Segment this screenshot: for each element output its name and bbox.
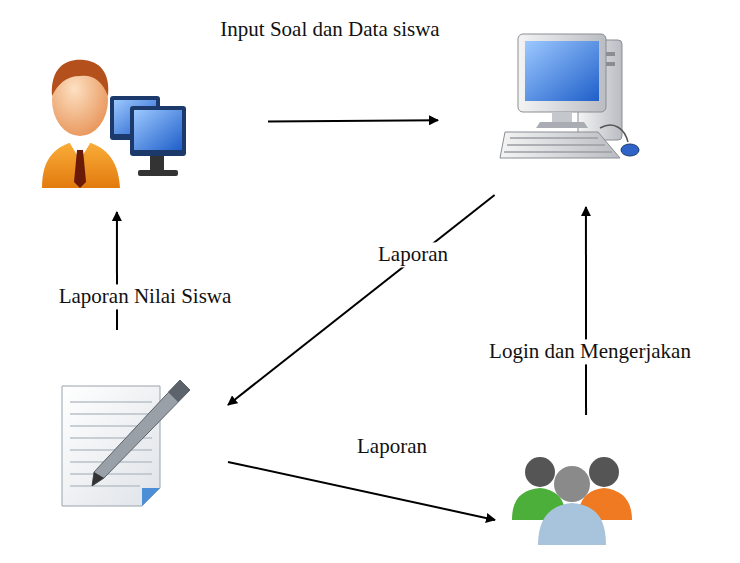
computer-icon bbox=[500, 34, 639, 158]
teacher-node bbox=[38, 52, 266, 197]
report-arrow bbox=[228, 195, 495, 405]
document-icon bbox=[62, 380, 190, 506]
edge-label: Laporan bbox=[375, 242, 451, 267]
teacher-icon bbox=[42, 60, 186, 188]
computer-node bbox=[440, 25, 650, 195]
edge-label: Input Soal dan Data siswa bbox=[217, 17, 442, 42]
edge-label: Laporan Nilai Siswa bbox=[56, 284, 235, 309]
students-node bbox=[495, 420, 645, 555]
report-node bbox=[38, 335, 228, 520]
input-arrow bbox=[268, 120, 438, 121]
edge-label: Laporan bbox=[354, 434, 430, 459]
grade-report-arrow bbox=[116, 212, 118, 330]
login-arrow bbox=[585, 207, 587, 415]
report-arrow bbox=[228, 462, 495, 520]
students-icon bbox=[512, 457, 632, 545]
edge-label: Login dan Mengerjakan bbox=[486, 339, 694, 364]
